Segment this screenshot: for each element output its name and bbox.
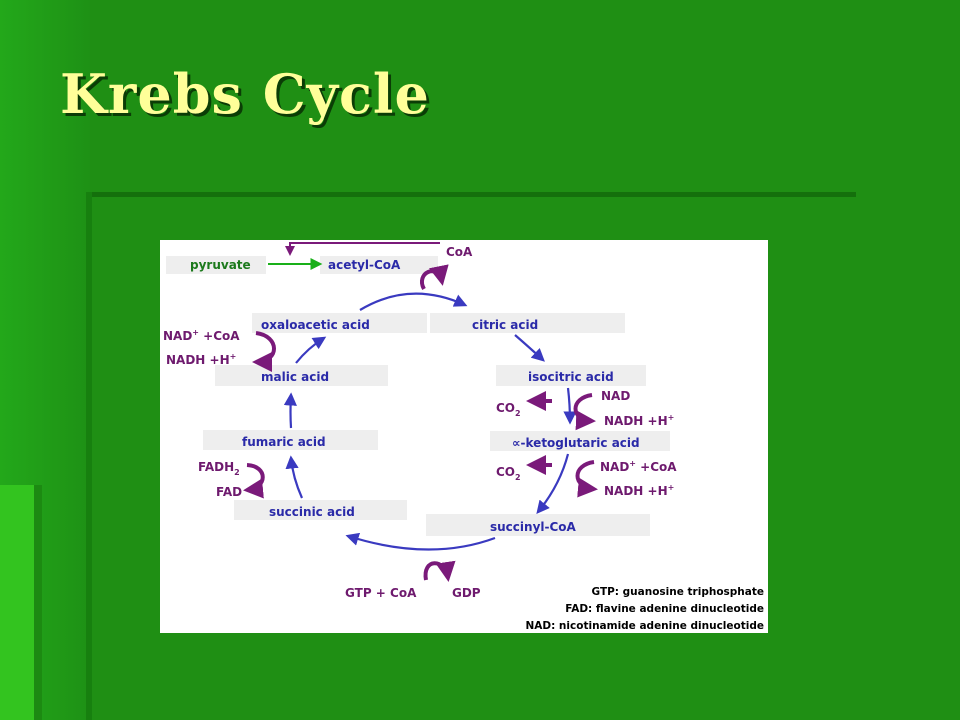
co2-subscript: 2 <box>515 473 521 482</box>
nad-label-right: NAD <box>601 389 630 403</box>
fadh2-label: FADH2 <box>198 460 240 477</box>
fadh-main-text: FADH <box>198 460 234 474</box>
nadh-superscript: + <box>230 352 237 361</box>
nadh-main-text: NADH +H <box>604 484 668 498</box>
cycle-arrow-to-succinic <box>345 532 496 551</box>
nad-coa-suffix: +CoA <box>636 460 677 474</box>
citric-label-bg <box>430 313 625 333</box>
co2-main-text: CO <box>496 401 515 415</box>
legend-fad: FAD: flavine adenine dinucleotide <box>565 603 764 615</box>
succinic-label-bg <box>234 500 407 520</box>
background-divider-top <box>90 192 856 197</box>
nadh-superscript: + <box>668 483 675 492</box>
succinyl-coa-label: succinyl-CoA <box>490 520 577 534</box>
diagram-canvas: pyruvate acetyl-CoA CoA oxaloacetic acid… <box>163 242 764 632</box>
nad-main-text: NAD <box>163 329 192 343</box>
slide-title: Krebs Cycle <box>60 62 430 126</box>
pyruvate-label-bg <box>166 256 266 274</box>
co2-label-1: CO2 <box>496 401 521 418</box>
citric-acid-label: citric acid <box>472 318 538 332</box>
krebs-cycle-diagram: pyruvate acetyl-CoA CoA oxaloacetic acid… <box>160 240 768 633</box>
nadh-superscript: + <box>668 413 675 422</box>
nad-superscript: + <box>629 459 636 468</box>
cycle-arrow-to-fumaric <box>285 455 304 499</box>
coa-feedback-line <box>285 242 440 256</box>
acetyl-coa-label-bg <box>320 256 438 274</box>
co2-label-2: CO2 <box>496 465 521 482</box>
oxaloacetic-label-bg <box>252 313 427 333</box>
pyruvate-label: pyruvate <box>190 258 251 272</box>
ketoglutaric-label-bg <box>490 431 670 451</box>
isocitric-acid-label: isocitric acid <box>528 370 614 384</box>
nadh-main-text: NADH +H <box>166 353 230 367</box>
acetyl-coa-label: acetyl-CoA <box>328 258 401 272</box>
fadh2-to-fad-arrow <box>243 463 265 499</box>
succinic-acid-label: succinic acid <box>269 505 355 519</box>
nad-superscript: + <box>192 328 199 337</box>
fumaric-label-bg <box>203 430 378 450</box>
nad-to-nadh-arrow-malate <box>252 331 276 372</box>
background-lower-left-block <box>0 485 40 720</box>
fad-label: FAD <box>216 485 242 499</box>
nad-coa-suffix: +CoA <box>199 329 240 343</box>
malic-acid-label: malic acid <box>261 370 329 384</box>
fumaric-acid-label: fumaric acid <box>242 435 326 449</box>
gtp-coa-label: GTP + CoA <box>345 586 417 600</box>
coa-release-arrow <box>420 264 449 290</box>
oxaloacetic-acid-label: oxaloacetic acid <box>261 318 370 332</box>
cycle-arrow-to-ketoglutaric <box>563 387 577 425</box>
co2-subscript: 2 <box>515 409 521 418</box>
fadh-subscript: 2 <box>234 468 240 477</box>
nad-coa-label-left: NAD+ +CoA <box>163 328 240 343</box>
nadh-main-text: NADH +H <box>604 414 668 428</box>
nad-to-nadh-arrow-ketoglutarate <box>575 460 598 498</box>
gtp-to-gdp-arrow <box>423 560 456 582</box>
ketoglutaric-acid-label: ∝-ketoglutaric acid <box>512 436 640 450</box>
nad-coa-label-right: NAD+ +CoA <box>600 459 677 474</box>
legend-gtp: GTP: guanosine triphosphate <box>592 586 764 598</box>
succinyl-label-bg <box>426 514 650 536</box>
nadh-label-right-1: NADH +H+ <box>604 413 674 428</box>
co2-main-text: CO <box>496 465 515 479</box>
cycle-arrow-to-oxaloacetic <box>295 336 327 364</box>
cycle-arrow-to-citric <box>359 292 468 311</box>
coa-released-label: CoA <box>446 245 473 259</box>
cycle-arrow-to-isocitric <box>514 334 545 362</box>
legend-nad: NAD: nicotinamide adenine dinucleotide <box>525 620 764 632</box>
background-lower-left-edge <box>34 485 42 720</box>
cycle-arrow-to-succinyl <box>536 453 570 515</box>
nad-to-nadh-arrow-isocitrate <box>573 393 596 431</box>
isocitric-label-bg <box>496 365 646 386</box>
nadh-label-left: NADH +H+ <box>166 352 236 367</box>
gdp-label: GDP <box>452 586 481 600</box>
cycle-arrow-to-malic <box>283 392 297 429</box>
nadh-label-right-2: NADH +H+ <box>604 483 674 498</box>
background-divider-left <box>86 192 92 720</box>
nad-main-text: NAD <box>600 460 629 474</box>
